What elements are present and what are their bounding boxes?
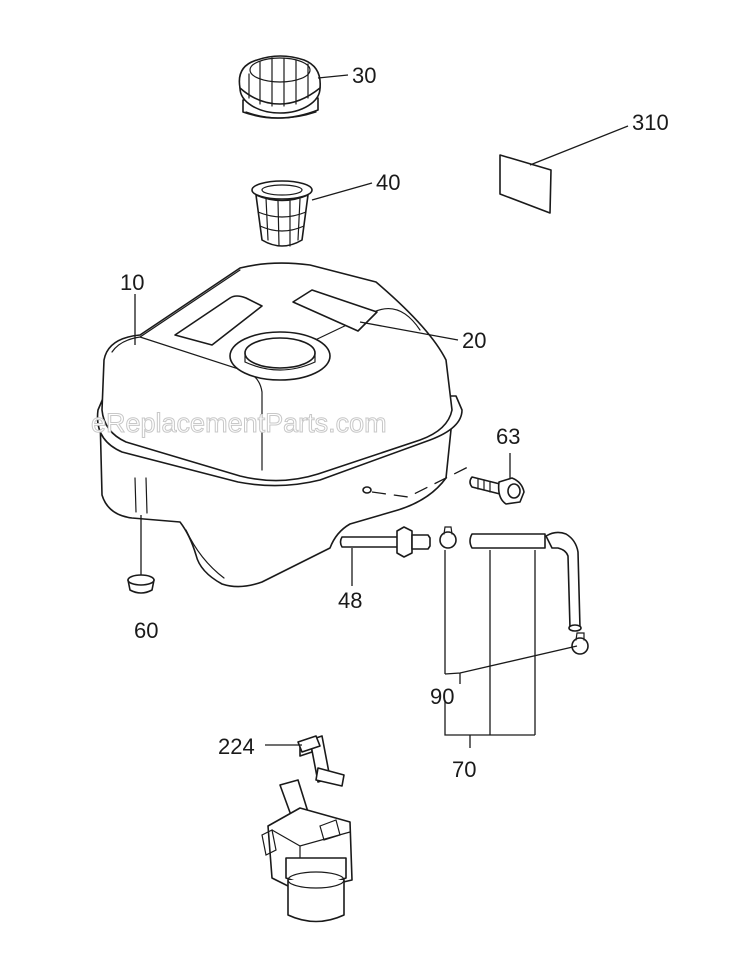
fuel-cap-part-30[interactable] <box>238 55 321 119</box>
fuel-tank-part-10[interactable] <box>96 262 463 588</box>
fuel-line-part-70[interactable] <box>469 531 582 632</box>
callout-40-leader <box>311 182 373 201</box>
callout-70-leader <box>444 550 536 748</box>
callout-30[interactable]: 30 <box>352 63 376 88</box>
fuel-fitting-part-48[interactable] <box>339 526 431 558</box>
callout-40[interactable]: 40 <box>376 170 400 195</box>
carburetor-assembly <box>261 735 353 923</box>
hose-clamp-part-90-b[interactable] <box>571 632 589 655</box>
hose-clamp-part-90-a[interactable] <box>439 526 457 549</box>
callout-310[interactable]: 310 <box>632 110 669 135</box>
callout-63[interactable]: 63 <box>496 424 520 449</box>
fuel-strainer-part-40[interactable] <box>251 180 313 247</box>
watermark-text: eReplacementParts.com <box>91 408 387 438</box>
callout-70[interactable]: 70 <box>452 757 476 782</box>
callout-10[interactable]: 10 <box>120 270 144 295</box>
callout-30-leader <box>317 74 349 79</box>
callout-20[interactable]: 20 <box>462 328 486 353</box>
part-63-assembly-line <box>371 465 471 498</box>
callout-60[interactable]: 60 <box>134 618 158 643</box>
bolt-part-63[interactable] <box>469 476 525 505</box>
callout-224[interactable]: 224 <box>218 734 255 759</box>
lever-part-224[interactable] <box>297 735 321 753</box>
callout-90[interactable]: 90 <box>430 684 454 709</box>
label-part-310[interactable] <box>499 154 552 214</box>
callout-90-leader <box>444 550 578 684</box>
grommet-part-60[interactable] <box>127 574 155 594</box>
callout-310-leader <box>529 125 629 166</box>
callout-48[interactable]: 48 <box>338 588 362 613</box>
callout-20-leader <box>359 321 459 341</box>
